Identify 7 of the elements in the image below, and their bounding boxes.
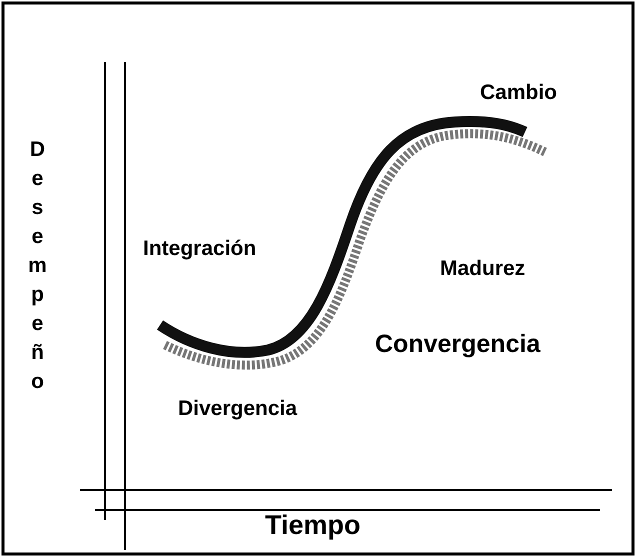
curve-label: Convergencia xyxy=(375,332,540,357)
axis-label: Desempeño xyxy=(27,138,48,399)
curve-label: Cambio xyxy=(480,82,558,103)
axis-label: Tiempo xyxy=(265,512,361,539)
curve-label: Divergencia xyxy=(178,398,298,419)
curve-label: Madurez xyxy=(440,258,526,279)
curve-label: Integración xyxy=(143,238,256,259)
